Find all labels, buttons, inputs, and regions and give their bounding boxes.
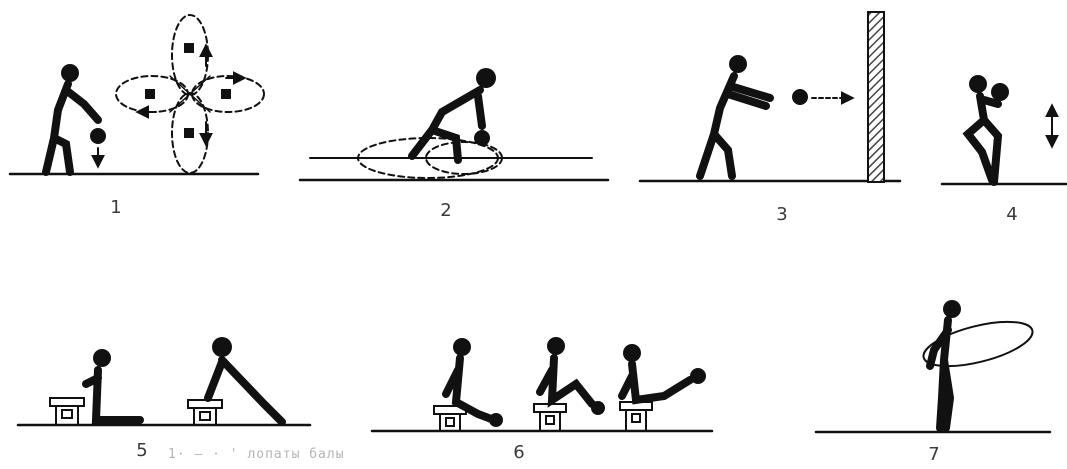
scene-2 [300, 68, 608, 180]
body-a [86, 370, 140, 420]
ball [90, 128, 106, 144]
figure-label-6: 6 [513, 442, 524, 463]
head [61, 64, 79, 82]
scene-6 [372, 337, 712, 431]
body [968, 96, 998, 182]
figure-label-2: 2 [440, 200, 451, 221]
faint-caption: 1· — · ' лопаты балы [168, 447, 345, 462]
scene-5 [18, 337, 310, 425]
ball [474, 130, 490, 146]
figure-label-7: 7 [928, 444, 939, 465]
body [930, 320, 950, 428]
body-b [540, 358, 592, 404]
scene-7 [816, 300, 1050, 432]
body-a [446, 358, 494, 420]
stool-b [188, 400, 222, 424]
scene-4 [942, 75, 1066, 184]
head [729, 55, 747, 73]
body-b [208, 360, 282, 422]
figure-label-5: 5 [136, 440, 147, 461]
head [943, 300, 961, 318]
head-a [93, 349, 111, 367]
stool-a [50, 398, 84, 424]
body [412, 90, 482, 160]
ball [991, 83, 1009, 101]
figure-label-3: 3 [776, 204, 787, 225]
wall [868, 12, 884, 182]
head-c [623, 344, 641, 362]
figure-label-4: 4 [1006, 204, 1017, 225]
head-a [453, 338, 471, 356]
head-b [212, 337, 232, 357]
figure-label-1: 1 [110, 197, 121, 218]
head [476, 68, 496, 88]
body [700, 76, 770, 176]
ball [792, 89, 808, 105]
head [969, 75, 987, 93]
body [46, 84, 98, 172]
body-c [622, 364, 690, 400]
head-b [547, 337, 565, 355]
scene-1 [10, 15, 264, 174]
scene-3 [640, 12, 900, 182]
